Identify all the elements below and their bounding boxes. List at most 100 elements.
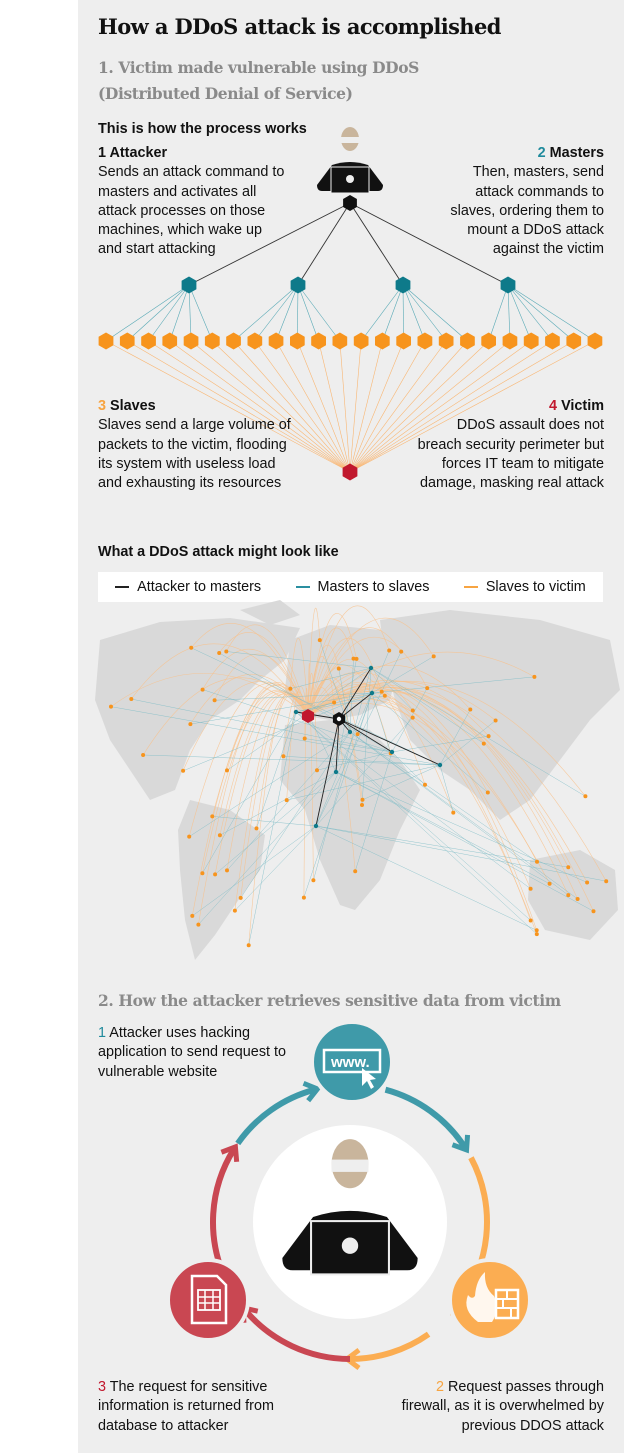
slave-to-victim-line [349,340,447,473]
attacker-icon [317,127,383,194]
master-to-slave-line [507,284,511,342]
section1-heading: 1. Victim made vulnerable using DDoS (Di… [98,55,419,107]
page-title: How a DDoS attack is accomplished [98,14,501,39]
legend-swatch [115,586,130,588]
step-text: DDoS assault does not breach security pe… [417,417,604,492]
step-number: 3 [98,398,107,414]
slave-node [481,332,496,350]
slave-node [226,332,241,350]
arc-firewall-to-database [349,1331,431,1362]
section2-heading: 2. How the attacker retrieves sensitive … [98,991,561,1010]
master-to-slave-line [127,284,190,342]
legend-slaves-to-victim: Slaves to victim [463,579,586,595]
step-title: Masters [549,145,604,161]
step-number: 3 [98,1379,107,1395]
attacker-to-master-line [349,202,404,286]
slave-to-victim-line [349,340,511,473]
step-attacker: 1 Attacker Sends an attack command to ma… [98,144,288,260]
database-icon [166,1258,250,1342]
master-to-slave-line [507,284,553,342]
arc-attacker-to-website [235,1086,316,1146]
slave-to-victim-line [349,340,532,473]
cycle-step-1: 1 Attacker uses hacking application to s… [98,1024,298,1082]
slave-to-victim-line [297,340,351,473]
cycle-step-3: 3 The request for sensitive information … [98,1378,288,1436]
master-node [395,276,411,294]
slave-to-victim-line [349,340,362,473]
slave-node [375,332,390,350]
master-to-slave-line [188,284,192,342]
master-to-slave-line [188,284,213,342]
slave-node [587,332,603,350]
legend-label: Masters to slaves [317,579,430,595]
grid-lines [198,1290,220,1310]
master-to-slave-line [275,284,299,342]
legend-masters-to-slaves: Masters to slaves [295,579,430,595]
skull-icon [341,1237,359,1254]
skull-icon [346,175,354,183]
step-number: 1 [98,1025,107,1041]
master-to-slave-line [233,284,299,342]
process-label: This is how the process works [98,121,307,137]
step-victim: 4 Victim DDoS assault does not breach se… [410,397,604,493]
master-to-slave-line [169,284,190,342]
victim-node [342,463,358,481]
slave-node [353,332,369,350]
attacker-to-master-line [188,202,351,286]
master-node [181,276,197,294]
map-label: What a DDoS attack might look like [98,544,339,560]
step-masters: 2 Masters Then, masters, send attack com… [440,144,604,260]
slave-to-victim-line [254,340,351,473]
legend-swatch [463,586,478,588]
slave-to-victim-line [127,340,351,473]
slave-node [162,332,178,350]
brick-lines [496,1290,518,1318]
arc-website-to-firewall-arrowhead [451,1134,471,1154]
slave-to-victim-line [169,340,351,473]
map-legend: Attacker to masters Masters to slaves Sl… [98,572,603,602]
attacker-to-master-line [349,202,509,286]
master-to-slave-line [254,284,299,342]
master-to-slave-line [297,284,319,342]
cycle-step-2: 2 Request passes through firewall, as it… [400,1378,604,1436]
master-to-slave-line [382,284,404,342]
slave-to-victim-line [190,340,351,473]
master-to-slave-line [297,284,341,342]
slave-node [502,332,518,350]
master-to-slave-line [507,284,532,342]
master-to-slave-line [488,284,509,342]
ddos-tree-diagram [98,127,603,481]
slave-node [119,332,135,350]
step-text: Slaves send a large volume of packets to… [98,417,291,492]
slave-node [545,332,560,350]
slave-node [204,332,220,350]
slave-to-victim-line [349,340,489,473]
step-title: Slaves [110,398,156,414]
master-to-slave-line [105,284,190,342]
step-title: Victim [561,398,604,414]
slave-to-victim-line [349,340,383,473]
slave-node [332,332,348,350]
slave-to-victim-line [349,340,574,473]
master-to-slave-line [507,284,596,342]
master-node [500,276,516,294]
slave-to-victim-line [349,340,553,473]
legend-label: Attacker to masters [137,579,262,595]
slave-node [141,332,156,350]
step-text: Then, masters, send attack commands to s… [450,164,604,258]
website-icon [310,1020,394,1104]
attacker-node [343,195,357,211]
arc-to-database [242,1308,351,1362]
master-to-slave-line [297,284,299,342]
step-slaves: 3 Slaves Slaves send a large volume of p… [98,397,298,493]
slave-node [98,332,114,350]
arc-website-to-firewall [384,1086,468,1150]
step-text: Request passes through firewall, as it i… [401,1379,604,1434]
slave-node [268,332,284,350]
step-number: 4 [549,398,558,414]
master-to-slave-line [402,284,468,342]
master-node [290,276,306,294]
step-title: Attacker [109,145,168,161]
slave-to-victim-line [233,340,351,473]
